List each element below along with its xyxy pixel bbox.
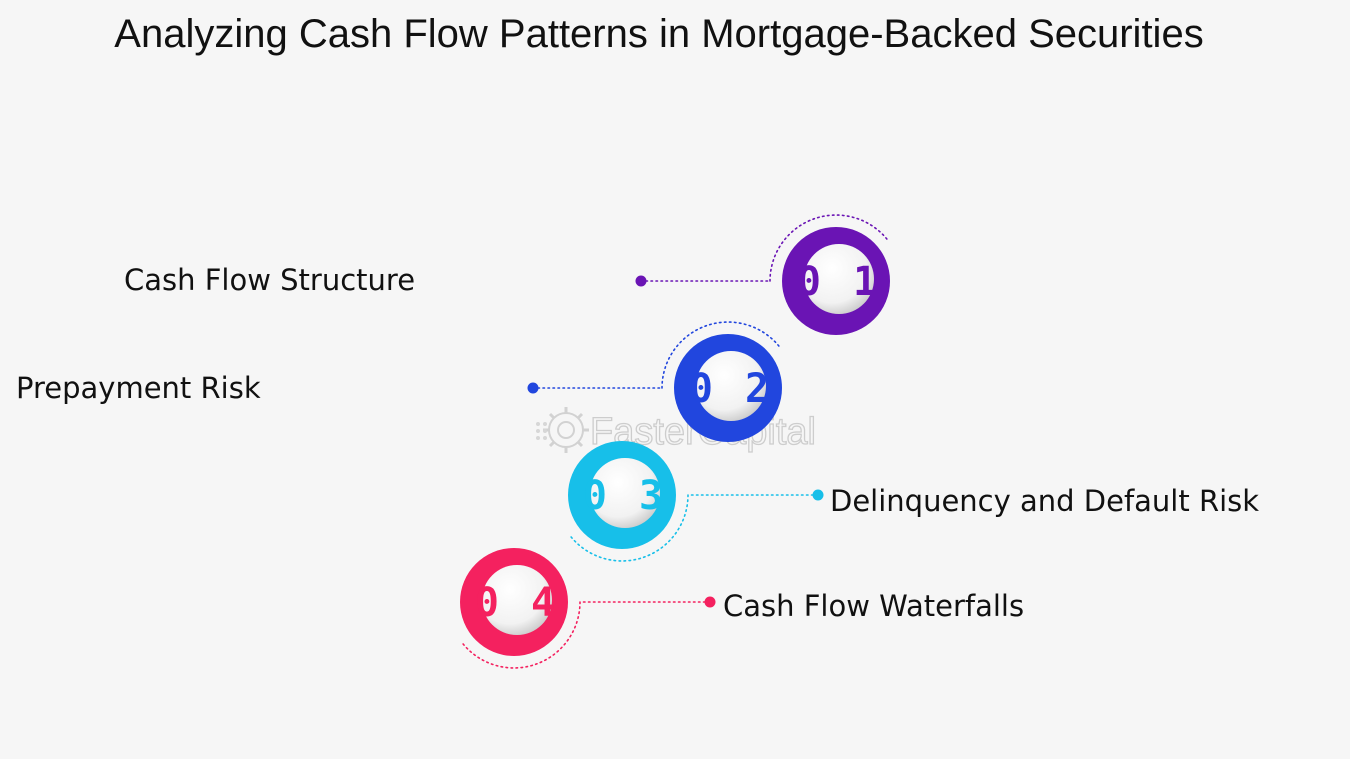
step-1-number: 0 1 xyxy=(797,259,881,305)
step-4-dotted-arc xyxy=(461,601,581,669)
step-2-ball xyxy=(696,351,766,421)
step-2-label: Prepayment Risk xyxy=(16,371,261,405)
step-3-number: 0 3 xyxy=(583,473,667,519)
step-1-dotted-arc xyxy=(769,214,889,282)
step-3-label: Delinquency and Default Risk xyxy=(830,484,1260,518)
step-4-ball xyxy=(482,565,552,635)
step-2-number: 0 2 xyxy=(689,366,773,412)
step-3: 0 3 xyxy=(568,441,824,562)
step-2-dotted-arc xyxy=(661,321,781,389)
step-3-dot xyxy=(812,489,824,501)
step-4-label: Cash Flow Waterfalls xyxy=(723,589,1025,623)
step-1: 0 1 xyxy=(635,214,890,335)
step-2: 0 2 xyxy=(527,321,782,442)
step-3-dotted-arc xyxy=(569,494,689,562)
step-4: 0 4 xyxy=(460,548,716,669)
step-3-ball xyxy=(590,458,660,528)
step-1-label: Cash Flow Structure xyxy=(124,263,416,297)
step-2-dot xyxy=(527,382,539,394)
step-1-ball xyxy=(804,244,874,314)
step-4-dot xyxy=(704,596,716,608)
step-4-number: 0 4 xyxy=(475,580,559,626)
gear-icon xyxy=(536,407,589,453)
page-title: Analyzing Cash Flow Patterns in Mortgage… xyxy=(114,12,1204,56)
step-1-dot xyxy=(635,275,647,287)
